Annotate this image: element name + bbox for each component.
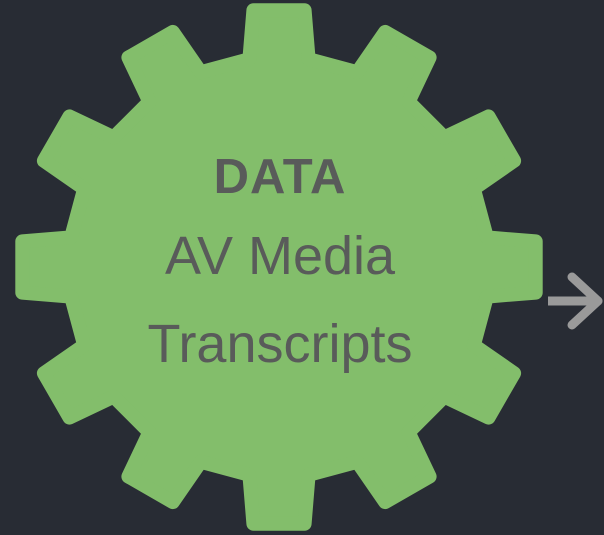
gear-title: DATA [213, 150, 347, 204]
gear-line-transcripts: Transcripts [147, 314, 413, 374]
gear-label: DATA AV Media Transcripts [90, 142, 470, 388]
right-arrow-icon [548, 272, 603, 330]
gear-line-av-media: AV Media [164, 226, 396, 286]
